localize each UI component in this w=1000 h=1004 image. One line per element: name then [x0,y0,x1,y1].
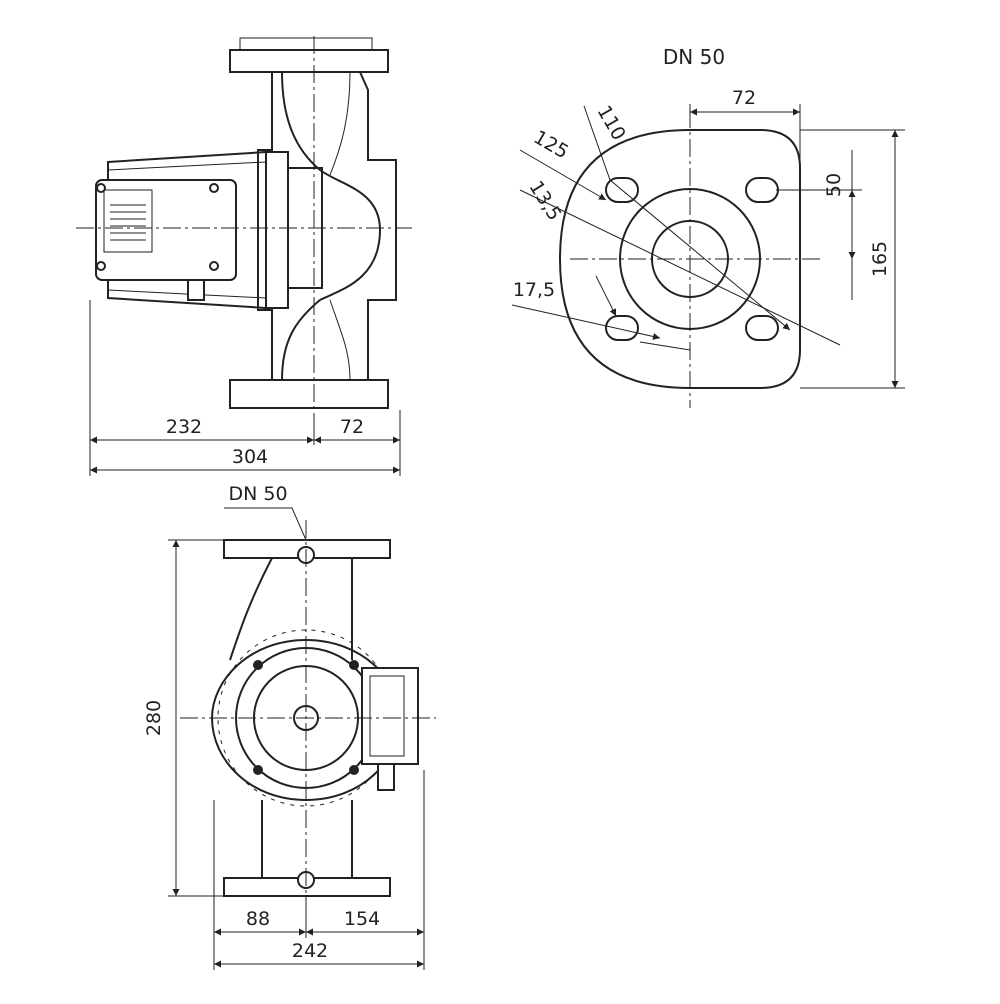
front-cable-gland [377,763,395,791]
side-body-left [257,72,273,380]
front-bolt-3 [253,765,263,775]
side-body-curve [281,71,382,381]
side-top-flange-lip [239,37,373,51]
front-title: DN 50 [228,483,287,505]
side-bottom-flange [229,379,389,409]
flange-dim-top: 72 [732,87,756,109]
front-bolt-4 [349,765,359,775]
flange-dim-outer: 125 [530,126,572,163]
side-dim-right: 72 [340,416,364,438]
front-view: DN 50 280 [143,483,436,970]
flange-dim-half: 50 [823,173,845,197]
side-nameplate-bars [110,204,146,241]
flange-dim-hole: 13,5 [525,177,566,225]
side-view: 232 72 304 [76,36,412,476]
side-dim-left: 232 [166,416,202,438]
front-bolt-1 [253,660,263,670]
side-top-flange [229,49,389,73]
flange-view: DN 50 72 110 125 [511,45,905,408]
side-screw-2 [96,261,106,271]
front-bolt-2 [349,660,359,670]
flange-title: DN 50 [663,45,725,69]
side-screw-1 [96,183,106,193]
flange-outline [558,129,801,389]
front-body-left-upper [229,557,273,661]
front-title-leader [224,507,307,541]
flange-dim-height: 165 [869,241,891,277]
side-motor-flange [265,151,289,309]
flange-hole-3 [605,315,639,341]
front-dim-height: 280 [143,700,165,736]
side-dimensions [89,300,401,476]
flange-dim-slot: 17,5 [513,279,555,301]
front-terminal-cover [369,675,405,757]
side-screw-4 [209,261,219,271]
front-dim-left: 88 [246,908,270,930]
front-dim-total: 242 [292,940,328,962]
front-body-lower [261,800,353,878]
side-dim-total: 304 [232,446,268,468]
side-body-inner [329,71,351,381]
side-cable-gland [187,279,205,301]
flange-hole-2 [745,177,779,203]
side-body-right [359,71,397,380]
flange-hole-1 [605,177,639,203]
front-dim-right: 154 [344,908,380,930]
side-terminal-box [95,179,237,281]
flange-dimensions [511,104,905,389]
side-screw-3 [209,183,219,193]
flange-hole-4 [745,315,779,341]
side-nameplate [103,189,153,253]
front-dimensions [168,539,425,970]
flange-dim-bolt-circle: 110 [593,102,630,144]
